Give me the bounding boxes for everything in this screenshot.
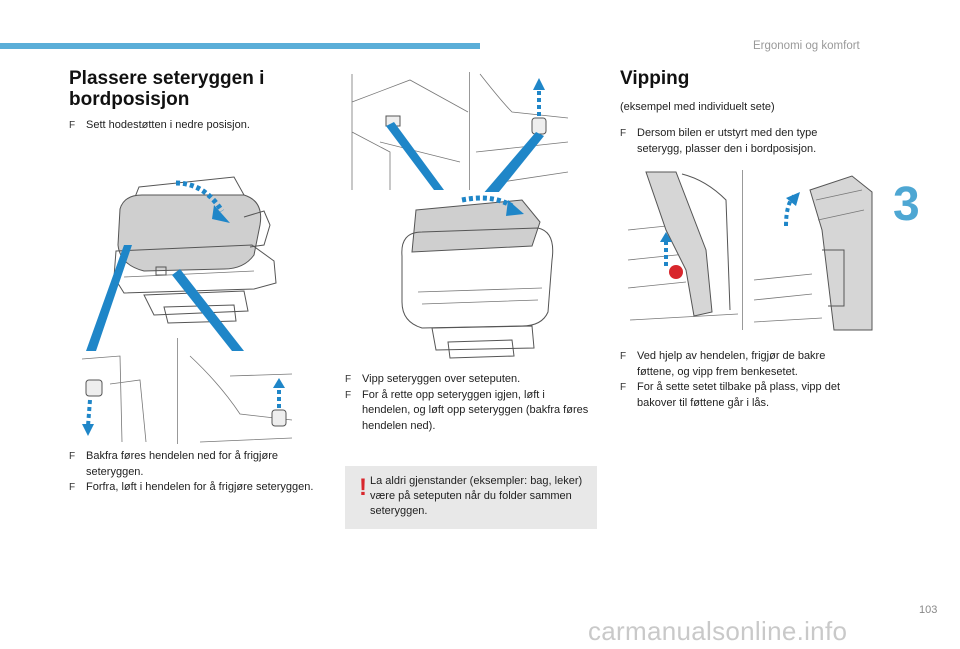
seat-tilt-illustration [86,176,277,351]
left-divider [177,338,178,444]
left-title-line1: Plassere seteryggen i [69,68,265,89]
middle-lever-detail-right [475,73,569,192]
middle-steps: F Vipp seteryggen over seteputen. F For … [345,372,595,434]
right-divider [742,170,743,330]
list-item: F For å sette setet tilbake på plass, vi… [620,381,841,409]
rear-lever-detail [81,355,147,443]
chapter-number: 3 [893,178,920,231]
rear-feet-release-illustration [627,171,739,321]
left-steps: F Bakfra føres hendelen ned for å frigjø… [69,449,329,496]
list-item: F Ved hjelp av hendelen, frigjør de bakr… [620,350,826,378]
seat-folded-illustration [401,195,554,359]
bullet-marker: F [69,120,76,131]
right-title: Vipping [620,68,690,89]
list-item: F Bakfra føres hendelen ned for å frigjø… [69,450,278,478]
left-heading: Plassere seteryggen i bordposisjon [69,68,264,110]
list-item: F Vipp seteryggen over seteputen. [345,373,521,385]
warning-box: ! La aldri gjenstander (eksempler: bag, … [345,466,597,529]
header-accent-bar [0,43,480,49]
list-item: F Forfra, løft i hendelen for å frigjøre… [69,481,314,493]
section-title: Ergonomi og komfort [753,40,860,52]
bench-tilt-illustration [753,175,873,331]
right-step-table-position: F Dersom bilen er utstyrt med den type s… [620,127,818,155]
watermark: carmanualsonline.info [588,616,848,646]
page-number: 103 [919,604,938,616]
middle-divider [469,72,470,190]
middle-lever-detail-left [351,74,469,190]
left-title-line2: bordposisjon [69,89,190,110]
left-step-headrest: F Sett hodestøtten i nedre posisjon. [69,118,329,134]
front-lever-detail [189,355,293,443]
list-item: F For å rette opp seteryggen igjen, løft… [345,388,589,432]
warning-text: La aldri gjenstander (eksempler: bag, le… [370,475,583,517]
right-subtitle: (eksempel med individuelt sete) [620,101,775,113]
warning-icon: ! [359,474,367,501]
right-steps: F Ved hjelp av hendelen, frigjør de bakr… [620,349,860,411]
